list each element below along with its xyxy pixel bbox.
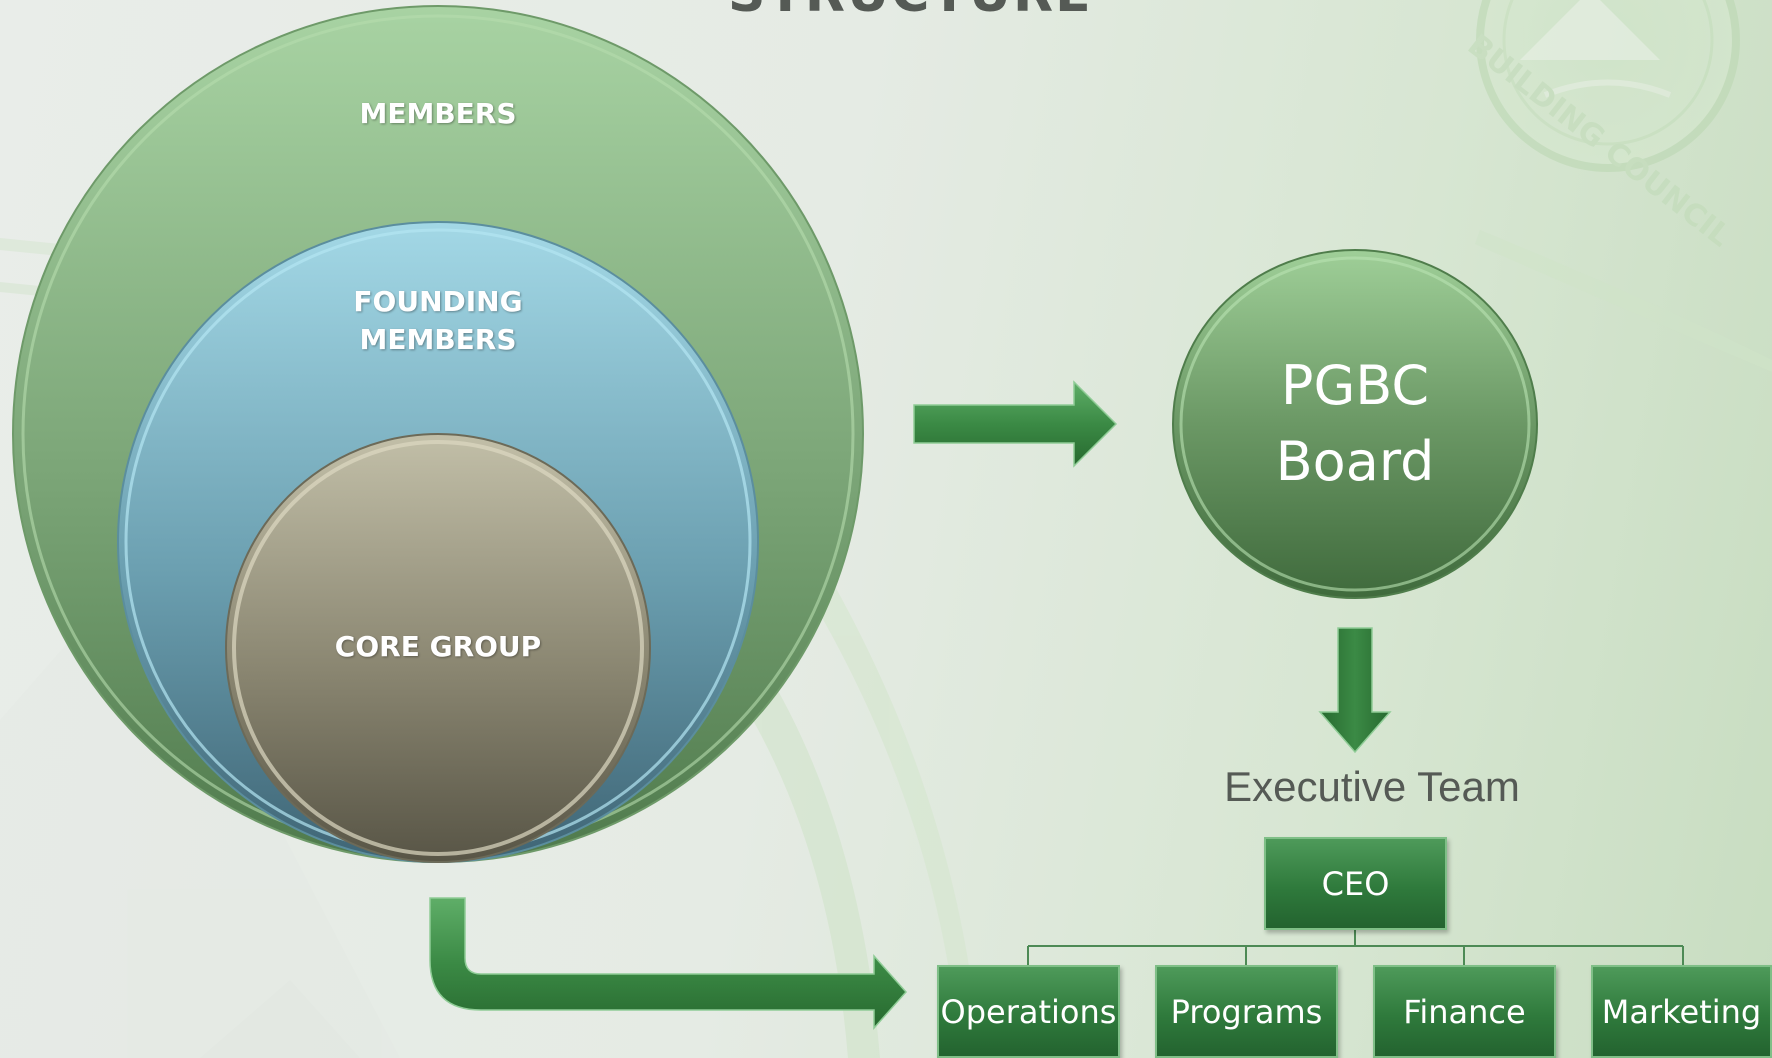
arrow-down-to-executive-team: [1318, 627, 1392, 754]
arrow-elbow-to-departments: [429, 897, 908, 1030]
department-box-operations: Operations: [937, 965, 1120, 1058]
arrow-right-to-board: [913, 380, 1118, 468]
department-box-finance: Finance: [1373, 965, 1556, 1058]
department-box-programs: Programs: [1155, 965, 1338, 1058]
founding-members-label-line1: FOUNDING: [353, 285, 523, 318]
board-label-line2: Board: [1275, 430, 1435, 493]
pgbc-board-circle: [1172, 249, 1538, 599]
board-label-line1: PGBC: [1280, 354, 1430, 417]
nested-membership-circles: [12, 5, 864, 863]
core-group-label: CORE GROUP: [334, 630, 542, 663]
founding-members-label-line2: MEMBERS: [359, 323, 517, 356]
ceo-box: CEO: [1264, 837, 1447, 930]
core-group-circle: [225, 433, 651, 863]
executive-team-label: Executive Team: [1224, 763, 1520, 810]
department-box-marketing: Marketing: [1591, 965, 1772, 1058]
members-label: MEMBERS: [359, 97, 517, 130]
org-chart-connectors: [1027, 930, 1684, 966]
slide-title: STRUCTURE: [728, 0, 1093, 24]
council-logo-watermark: BUILDING COUNCIL: [1461, 0, 1740, 254]
